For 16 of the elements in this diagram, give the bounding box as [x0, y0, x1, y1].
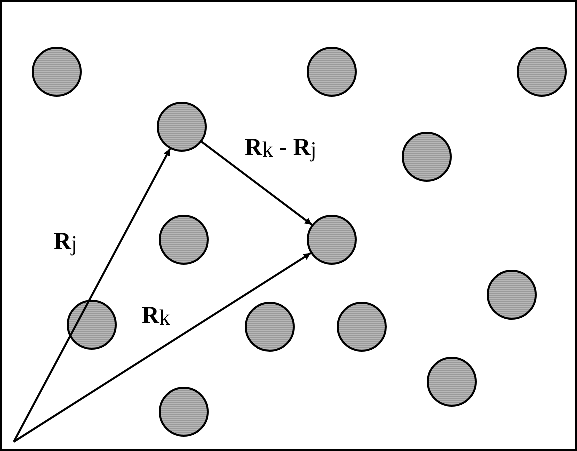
vector-arrow: [13, 252, 312, 443]
particle-circle: [159, 215, 209, 265]
particle-circle: [245, 302, 295, 352]
particle-circle: [307, 47, 357, 97]
vector-arrow: [201, 141, 313, 226]
particle-circle: [487, 270, 537, 320]
particle-circle: [517, 47, 567, 97]
particle-circle: [402, 132, 452, 182]
particle-circle: [32, 47, 82, 97]
particle-circle: [157, 102, 207, 152]
particle-circle: [67, 300, 117, 350]
particle-circle: [427, 357, 477, 407]
vector-arrow: [13, 148, 172, 442]
particle-circle: [337, 302, 387, 352]
particle-circle: [307, 215, 357, 265]
particle-circle: [159, 387, 209, 437]
